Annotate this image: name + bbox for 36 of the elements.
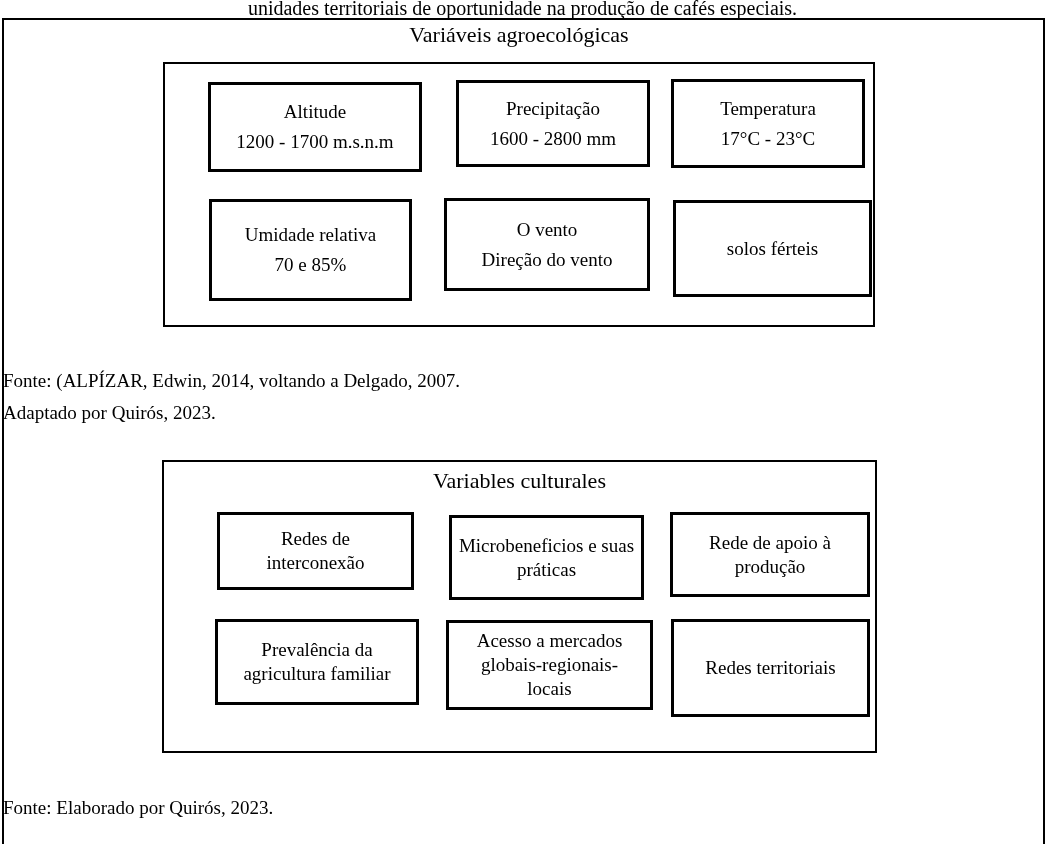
variable-box [215,619,419,705]
variable-value: 1200 - 1700 m.s.n.m [235,130,395,154]
variable-box [444,198,650,291]
variable-name: Rede de apoio à produção [708,530,832,579]
source-note: Fonte: Elaborado por Quirós, 2023. [3,797,274,819]
variable-name: Redes de interconexão [265,527,366,575]
group-title: Variáveis agroecológicas [409,22,629,48]
variable-box [217,512,414,590]
variable-name: Precipitação [505,96,601,121]
variable-value: 70 e 85% [273,253,348,277]
variable-box [446,620,653,710]
variable-box [670,512,870,597]
variable-box [209,199,412,301]
variable-name: Altitude [282,100,348,124]
variable-name: Umidade relativa [243,223,378,247]
group-box [162,460,877,753]
group-title: Variables culturales [433,468,606,494]
variable-box [671,619,870,717]
variable-name: Redes territoriais [704,656,837,680]
variable-name: Microbeneficios e suas práticas [457,533,636,582]
variable-value: 17°C - 23°C [719,126,817,151]
variable-box [208,82,422,172]
variable-name: Prevalência da agricultura familiar [242,638,392,686]
variable-value: Direção do vento [480,247,614,272]
variable-name: solos férteis [725,236,820,261]
source-note: Fonte: (ALPÍZAR, Edwin, 2014, voltando a Delgado, 2007. [3,370,460,392]
variable-value: 1600 - 2800 mm [488,126,618,151]
source-note: Adaptado por Quirós, 2023. [3,402,216,424]
variable-name: Temperatura [719,96,817,121]
variable-box [449,515,644,600]
variable-box [671,79,865,168]
variable-name: O vento [515,217,579,242]
caption-text: unidades territoriais de oportunidade na produção de cafés especiais. [247,0,798,16]
variable-box [673,200,872,297]
variable-box [456,80,650,167]
variable-name: Acesso a mercados globais-regionais-locais [475,629,624,701]
